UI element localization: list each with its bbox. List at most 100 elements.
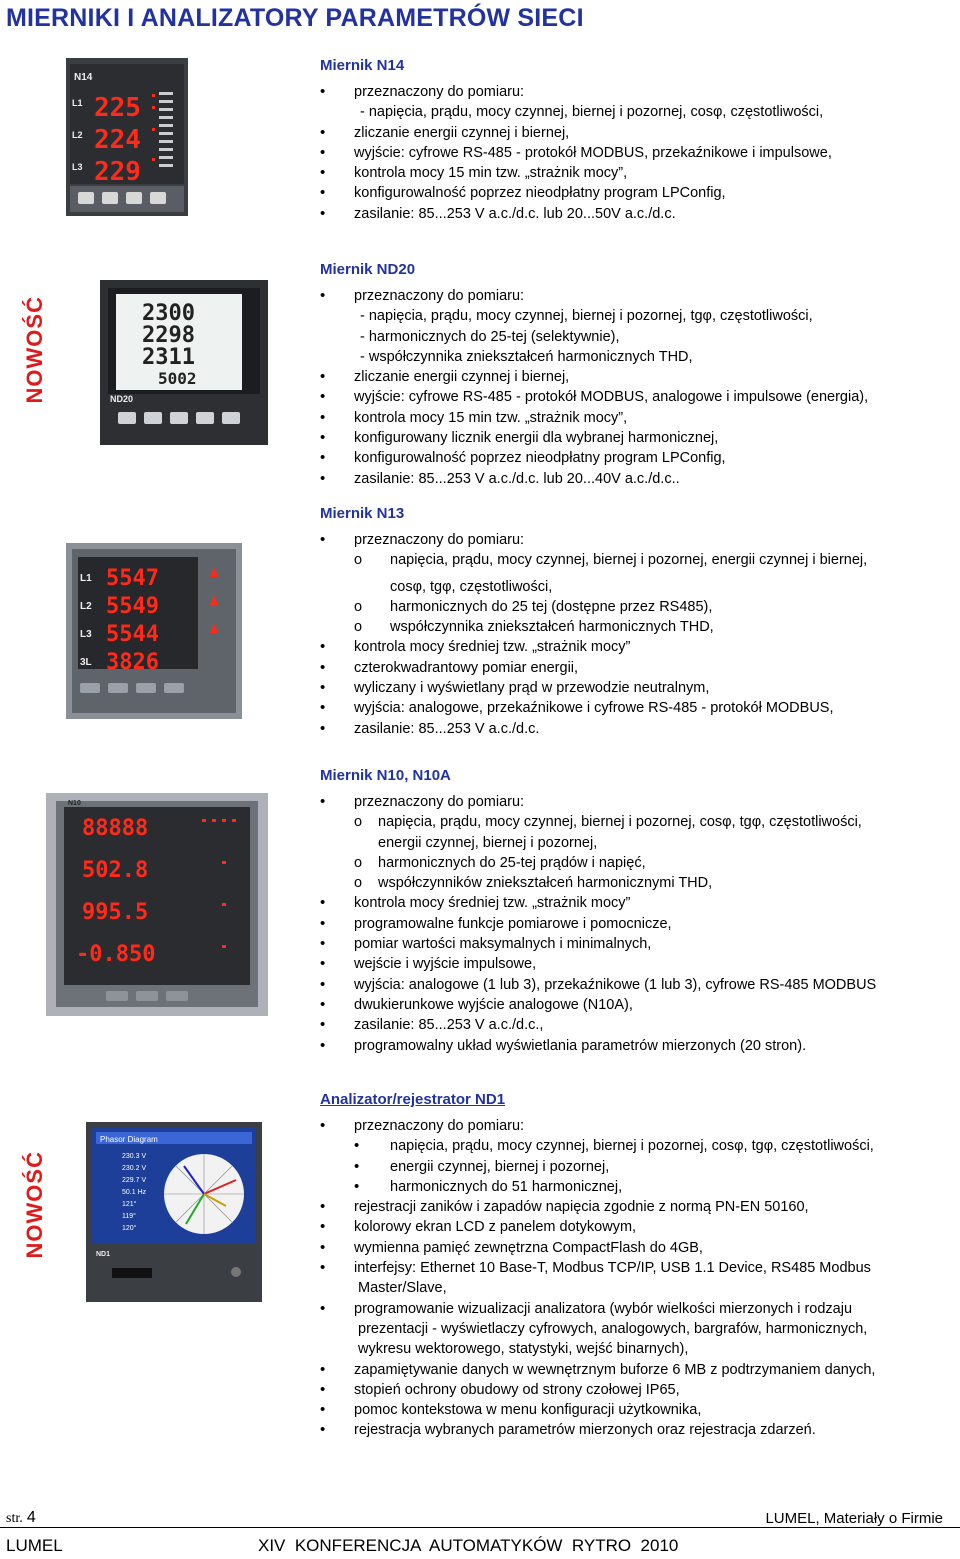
- n13-section: Miernik N13 przeznaczony do pomiaru: o napi…: [320, 504, 955, 739]
- page-title: MIERNIKI I ANALIZATORY PARAMETRÓW SIECI: [6, 4, 584, 32]
- new-badge: NOWOŚĆ: [22, 1151, 47, 1259]
- spec-line: przeznaczony do pomiaru:: [320, 1116, 955, 1137]
- n14-display-value: 229: [94, 157, 141, 187]
- spec-line: zasilanie: 85...253 V a.c./d.c.: [320, 719, 955, 740]
- spec-line: konfigurowalność poprzez nieodpłatny pro…: [320, 448, 955, 469]
- spec-line: kontrola mocy średniej tzw. „strażnik mo…: [320, 637, 955, 658]
- n10-meter-image: N10 88888 502.8 995.5 -0.850: [46, 793, 268, 1016]
- spec-text: konfigurowany licznik energii dla wybran…: [354, 430, 719, 447]
- spec-text: zasilanie: 85...253 V a.c./d.c. lub 20..…: [354, 470, 680, 487]
- spec-line: o harmonicznych do 25-tej prądów i napięć…: [320, 853, 955, 873]
- spec-text: kontrola mocy średniej tzw. „strażnik mo…: [354, 895, 631, 912]
- nd1-screen-value: 119°: [122, 1212, 136, 1220]
- spec-line: cosφ, tgφ, częstotliwości,: [320, 577, 955, 597]
- spec-line: interfejsy: Ethernet 10 Base-T, Modbus T…: [320, 1258, 955, 1279]
- spec-text: dwukierunkowe wyjście analogowe (N10A),: [354, 996, 633, 1013]
- spec-text: wyliczany i wyświetlany prąd w przewodzi…: [354, 680, 710, 697]
- spec-line: wejście i wyjście impulsowe,: [320, 954, 955, 975]
- n13-row-label: L2: [80, 601, 92, 612]
- spec-text: pomiar wartości maksymalnych i minimalny…: [354, 936, 652, 953]
- spec-text: wyjścia: analogowe, przekaźnikowe i cyfr…: [354, 700, 834, 717]
- spec-text: konfigurowalność poprzez nieodpłatny pro…: [354, 450, 726, 467]
- n14-display-value: 225: [94, 93, 141, 123]
- spec-text: zliczanie energii czynnej i biernej,: [354, 369, 570, 386]
- spec-line: kontrola mocy 15 min tzw. „strażnik mocy…: [320, 408, 955, 429]
- spec-text: wyjście: cyfrowe RS-485 - protokół MODBU…: [354, 389, 869, 406]
- spec-text: napięcia, prądu, mocy czynnej, biernej i…: [390, 552, 868, 569]
- nd1-screen-title: Phasor Diagram: [100, 1135, 158, 1144]
- n14-row-label: L1: [72, 98, 83, 108]
- footer-right-text: LUMEL, Materiały o Firmie: [765, 1510, 943, 1527]
- n13-display-value: 5549: [106, 594, 159, 619]
- spec-text: przeznaczony do pomiaru:: [354, 532, 525, 548]
- spec-line: konfigurowalność poprzez nieodpłatny pro…: [320, 183, 955, 204]
- nd1-screen-value: 230.2 V: [122, 1165, 146, 1172]
- nd20-section: Miernik ND20przeznaczony do pomiaru:- na…: [320, 260, 955, 489]
- list-marker: o: [354, 854, 363, 871]
- spec-line: przeznaczony do pomiaru:: [320, 286, 955, 307]
- nd1-screen-value: 229.7 V: [122, 1177, 146, 1184]
- spec-line: konfigurowany licznik energii dla wybran…: [320, 428, 955, 449]
- spec-text: czterokwadrantowy pomiar energii,: [354, 659, 579, 676]
- nd1-analyzer-image: Phasor Diagram 230.3 V 230.2 V 229.7 V 5…: [86, 1122, 262, 1302]
- spec-line: zapamiętywanie danych w wewnętrznym bufo…: [320, 1360, 955, 1381]
- spec-line: wyjścia: analogowe, przekaźnikowe i cyfr…: [320, 698, 955, 719]
- nd20-model-label: ND20: [110, 394, 133, 404]
- spec-line: zliczanie energii czynnej i biernej,: [320, 123, 955, 144]
- spec-text: kontrola mocy 15 min tzw. „strażnik mocy…: [354, 409, 628, 426]
- spec-text: zapamiętywanie danych w wewnętrznym bufo…: [354, 1361, 876, 1378]
- list-marker: o: [354, 875, 363, 892]
- spec-line: kontrola mocy średniej tzw. „strażnik mo…: [320, 893, 955, 914]
- spec-line: rejestracji zaników i zapadów napięcia z…: [320, 1197, 955, 1218]
- n14-row-label: L3: [72, 162, 83, 172]
- nd1-screen-value: 230.3 V: [122, 1153, 146, 1160]
- spec-line: harmonicznych do 51 harmonicznej,: [320, 1177, 955, 1198]
- spec-line: Master/Slave,: [320, 1278, 955, 1298]
- n10-section: Miernik N10, N10A przeznaczony do pomiaru…: [320, 766, 955, 1056]
- spec-text: Master/Slave,: [358, 1280, 447, 1297]
- spec-line: zasilanie: 85...253 V a.c./d.c. lub 20..…: [320, 204, 955, 225]
- n14-model-label: N14: [74, 72, 93, 83]
- spec-text: napięcia, prądu, mocy czynnej, biernej i…: [378, 814, 862, 831]
- spec-line: zliczanie energii czynnej i biernej,: [320, 367, 955, 388]
- spec-line: zasilanie: 85...253 V a.c./d.c.,: [320, 1015, 955, 1036]
- spec-text: - harmonicznych do 25-tej (selektywnie),: [360, 328, 620, 345]
- spec-text: napięcia, prądu, mocy czynnej, biernej i…: [390, 1138, 874, 1155]
- footer-conference: XIV KONFERENCJA AUTOMATYKÓW RYTRO 2010: [258, 1536, 679, 1555]
- spec-text: przeznaczony do pomiaru:: [354, 794, 525, 810]
- spec-text: energii czynnej, biernej i pozornej,: [390, 1158, 610, 1175]
- n14-row-label: L2: [72, 130, 83, 140]
- spec-text: - współczynnika zniekształceń harmoniczn…: [360, 348, 693, 365]
- spec-text: harmonicznych do 25-tej prądów i napięć,: [378, 854, 646, 871]
- list-marker: o: [354, 552, 363, 569]
- spec-line: kontrola mocy 15 min tzw. „strażnik mocy…: [320, 163, 955, 184]
- nd20-display-value: 2300: [142, 301, 195, 326]
- spec-text: prezentacji - wyświetlaczy cyfrowych, an…: [358, 1320, 868, 1337]
- spec-line: energii czynnej, biernej i pozornej,: [320, 833, 955, 853]
- spec-line: przeznaczony do pomiaru:: [320, 530, 955, 551]
- n13-meter-image: L1 L2 L3 3L 5547 5549 5544 3826: [66, 543, 242, 719]
- spec-line: stopień ochrony obudowy od strony czołow…: [320, 1380, 955, 1401]
- nd1-section: Analizator/rejestrator ND1przeznaczony d…: [320, 1090, 955, 1441]
- spec-line: pomiar wartości maksymalnych i minimalny…: [320, 934, 955, 955]
- spec-text: kontrola mocy 15 min tzw. „strażnik mocy…: [354, 165, 628, 182]
- spec-text: rejestracji zaników i zapadów napięcia z…: [354, 1199, 809, 1216]
- n13-heading: Miernik N13: [320, 505, 405, 522]
- nd20-meter-image: 2300 2298 2311 5002 ND20: [100, 280, 268, 445]
- footer-left: LUMEL: [6, 1536, 63, 1555]
- spec-text: wyjście: cyfrowe RS-485 - protokół MODBU…: [354, 144, 832, 161]
- spec-line: wyjście: cyfrowe RS-485 - protokół MODBU…: [320, 387, 955, 408]
- n13-display-value: 5544: [106, 622, 159, 647]
- nd1-screen-value: 121°: [122, 1200, 137, 1208]
- spec-line: pomoc kontekstowa w menu konfiguracji uż…: [320, 1400, 955, 1421]
- spec-line: przeznaczony do pomiaru:: [320, 82, 955, 103]
- spec-text: wejście i wyjście impulsowe,: [354, 956, 537, 973]
- spec-line: energii czynnej, biernej i pozornej,: [320, 1157, 955, 1178]
- n10-heading: Miernik N10, N10A: [320, 767, 451, 784]
- spec-line: wyjście: cyfrowe RS-485 - protokół MODBU…: [320, 143, 955, 164]
- spec-line: o napięcia, prądu, mocy czynnej, biernej …: [320, 550, 955, 570]
- n13-row-label: L1: [80, 573, 92, 584]
- spec-text: stopień ochrony obudowy od strony czołow…: [354, 1381, 680, 1398]
